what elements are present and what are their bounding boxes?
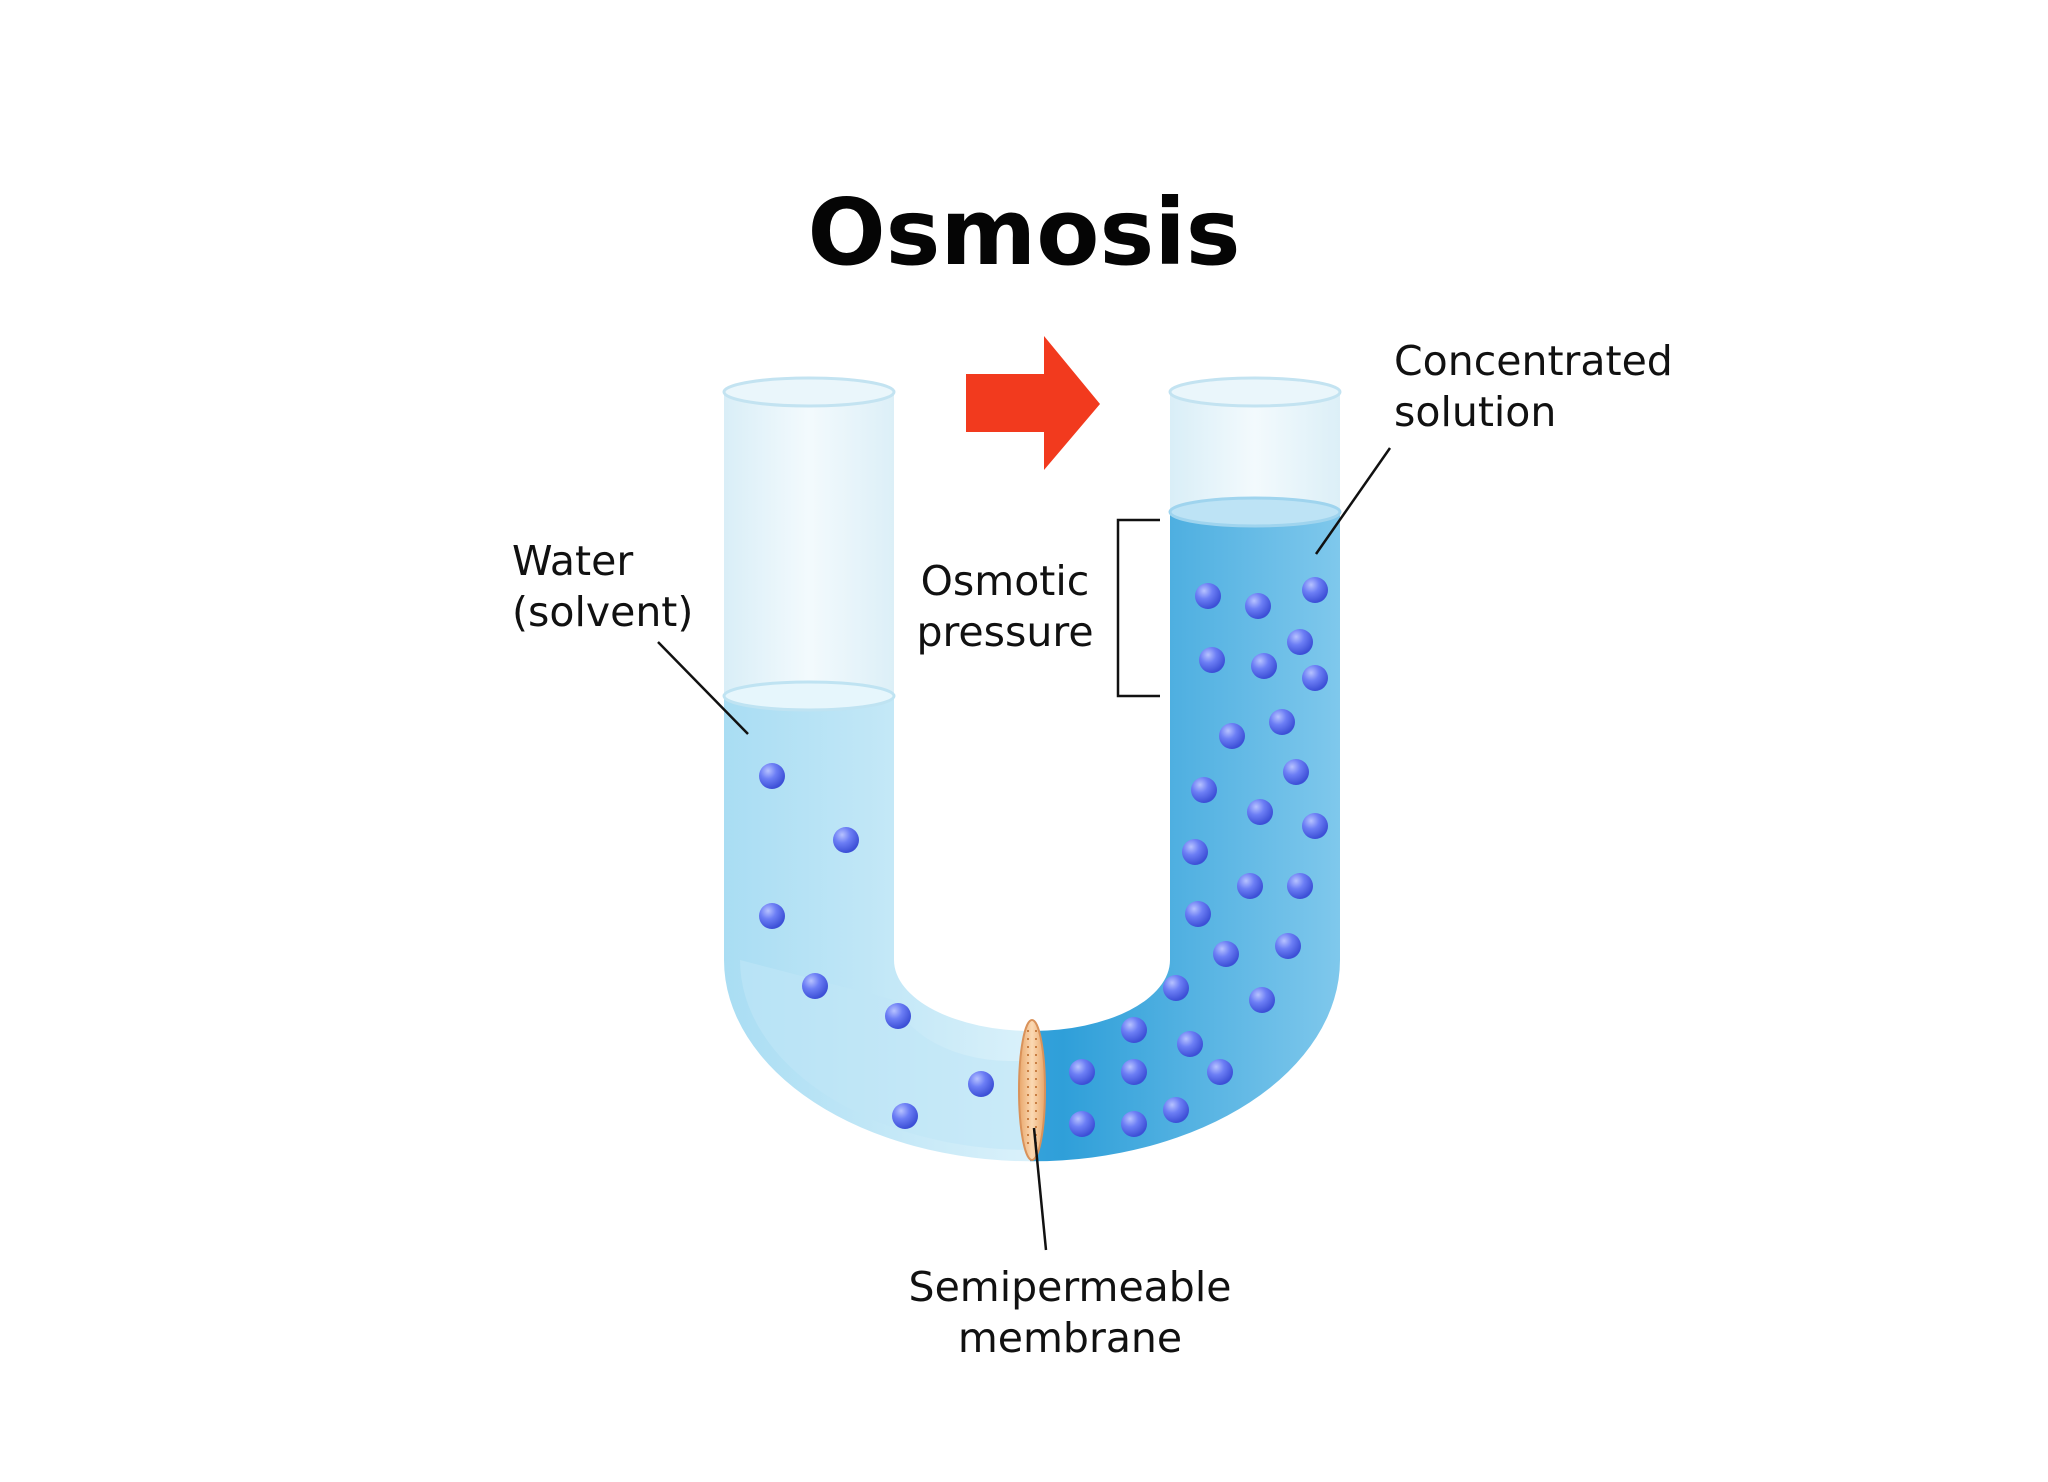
solute-particle [1247, 799, 1273, 825]
solvent-surface [722, 680, 896, 712]
solute-particle [1185, 901, 1211, 927]
solute-particle [1163, 1097, 1189, 1123]
solute-particle [1207, 1059, 1233, 1085]
concentrated-label-line-1: Concentrated [1394, 337, 1673, 385]
solute-particle [1121, 1017, 1147, 1043]
right-arrow-icon [966, 336, 1100, 470]
solute-particle [1302, 813, 1328, 839]
solute-particles [759, 577, 1328, 1137]
solute-particle [1182, 839, 1208, 865]
solute-particle [1219, 723, 1245, 749]
osmotic-label-line-2: pressure [916, 608, 1094, 656]
solute-particle [885, 1003, 911, 1029]
solvent-liquid [724, 696, 1030, 1162]
solute-particle [1302, 665, 1328, 691]
right-tube-glass [1168, 376, 1342, 512]
solute-particle [1249, 987, 1275, 1013]
concentrated-label-line-2: solution [1394, 388, 1557, 436]
solute-particle [1213, 941, 1239, 967]
membrane-leader-line [1032, 1127, 1048, 1251]
water-label: Water (solvent) [512, 536, 693, 638]
solute-particle [759, 763, 785, 789]
water-leader-line [657, 641, 749, 735]
solution-surface [1168, 496, 1342, 528]
solute-particle [1275, 933, 1301, 959]
solute-particle [968, 1071, 994, 1097]
diagram-title: Osmosis [807, 179, 1241, 286]
water-label-line-2: (solvent) [512, 588, 694, 636]
membrane-label-line-2: membrane [957, 1314, 1183, 1362]
solute-particle [1069, 1059, 1095, 1085]
solute-particle [1287, 629, 1313, 655]
solute-particle [1287, 873, 1313, 899]
osmotic-pressure-label: Osmotic pressure [910, 556, 1100, 658]
solute-particle [1121, 1059, 1147, 1085]
solute-particle [1302, 577, 1328, 603]
concentrated-solution-label: Concentrated solution [1394, 336, 1673, 438]
solute-particle [1177, 1031, 1203, 1057]
solute-particle [1163, 975, 1189, 1001]
solute-particle [802, 973, 828, 999]
semipermeable-membrane [1018, 1019, 1046, 1161]
left-tube-glass [722, 376, 896, 696]
solute-particle [1237, 873, 1263, 899]
solute-particle [1069, 1111, 1095, 1137]
membrane-label-line-1: Semipermeable [908, 1263, 1232, 1311]
solute-particle [1191, 777, 1217, 803]
solute-particle [1283, 759, 1309, 785]
solute-particle [1269, 709, 1295, 735]
semipermeable-membrane-label: Semipermeable membrane [880, 1262, 1260, 1364]
water-label-line-1: Water [512, 537, 634, 585]
solute-particle [1195, 583, 1221, 609]
concentrated-leader-line [1314, 447, 1392, 555]
solute-particle [892, 1103, 918, 1129]
solute-particle [1199, 647, 1225, 673]
osmotic-label-line-1: Osmotic [920, 557, 1090, 605]
osmotic-pressure-bracket [1116, 518, 1160, 698]
solute-particle [1251, 653, 1277, 679]
solute-particle [833, 827, 859, 853]
solute-particle [759, 903, 785, 929]
solute-particle [1245, 593, 1271, 619]
solute-particle [1121, 1111, 1147, 1137]
